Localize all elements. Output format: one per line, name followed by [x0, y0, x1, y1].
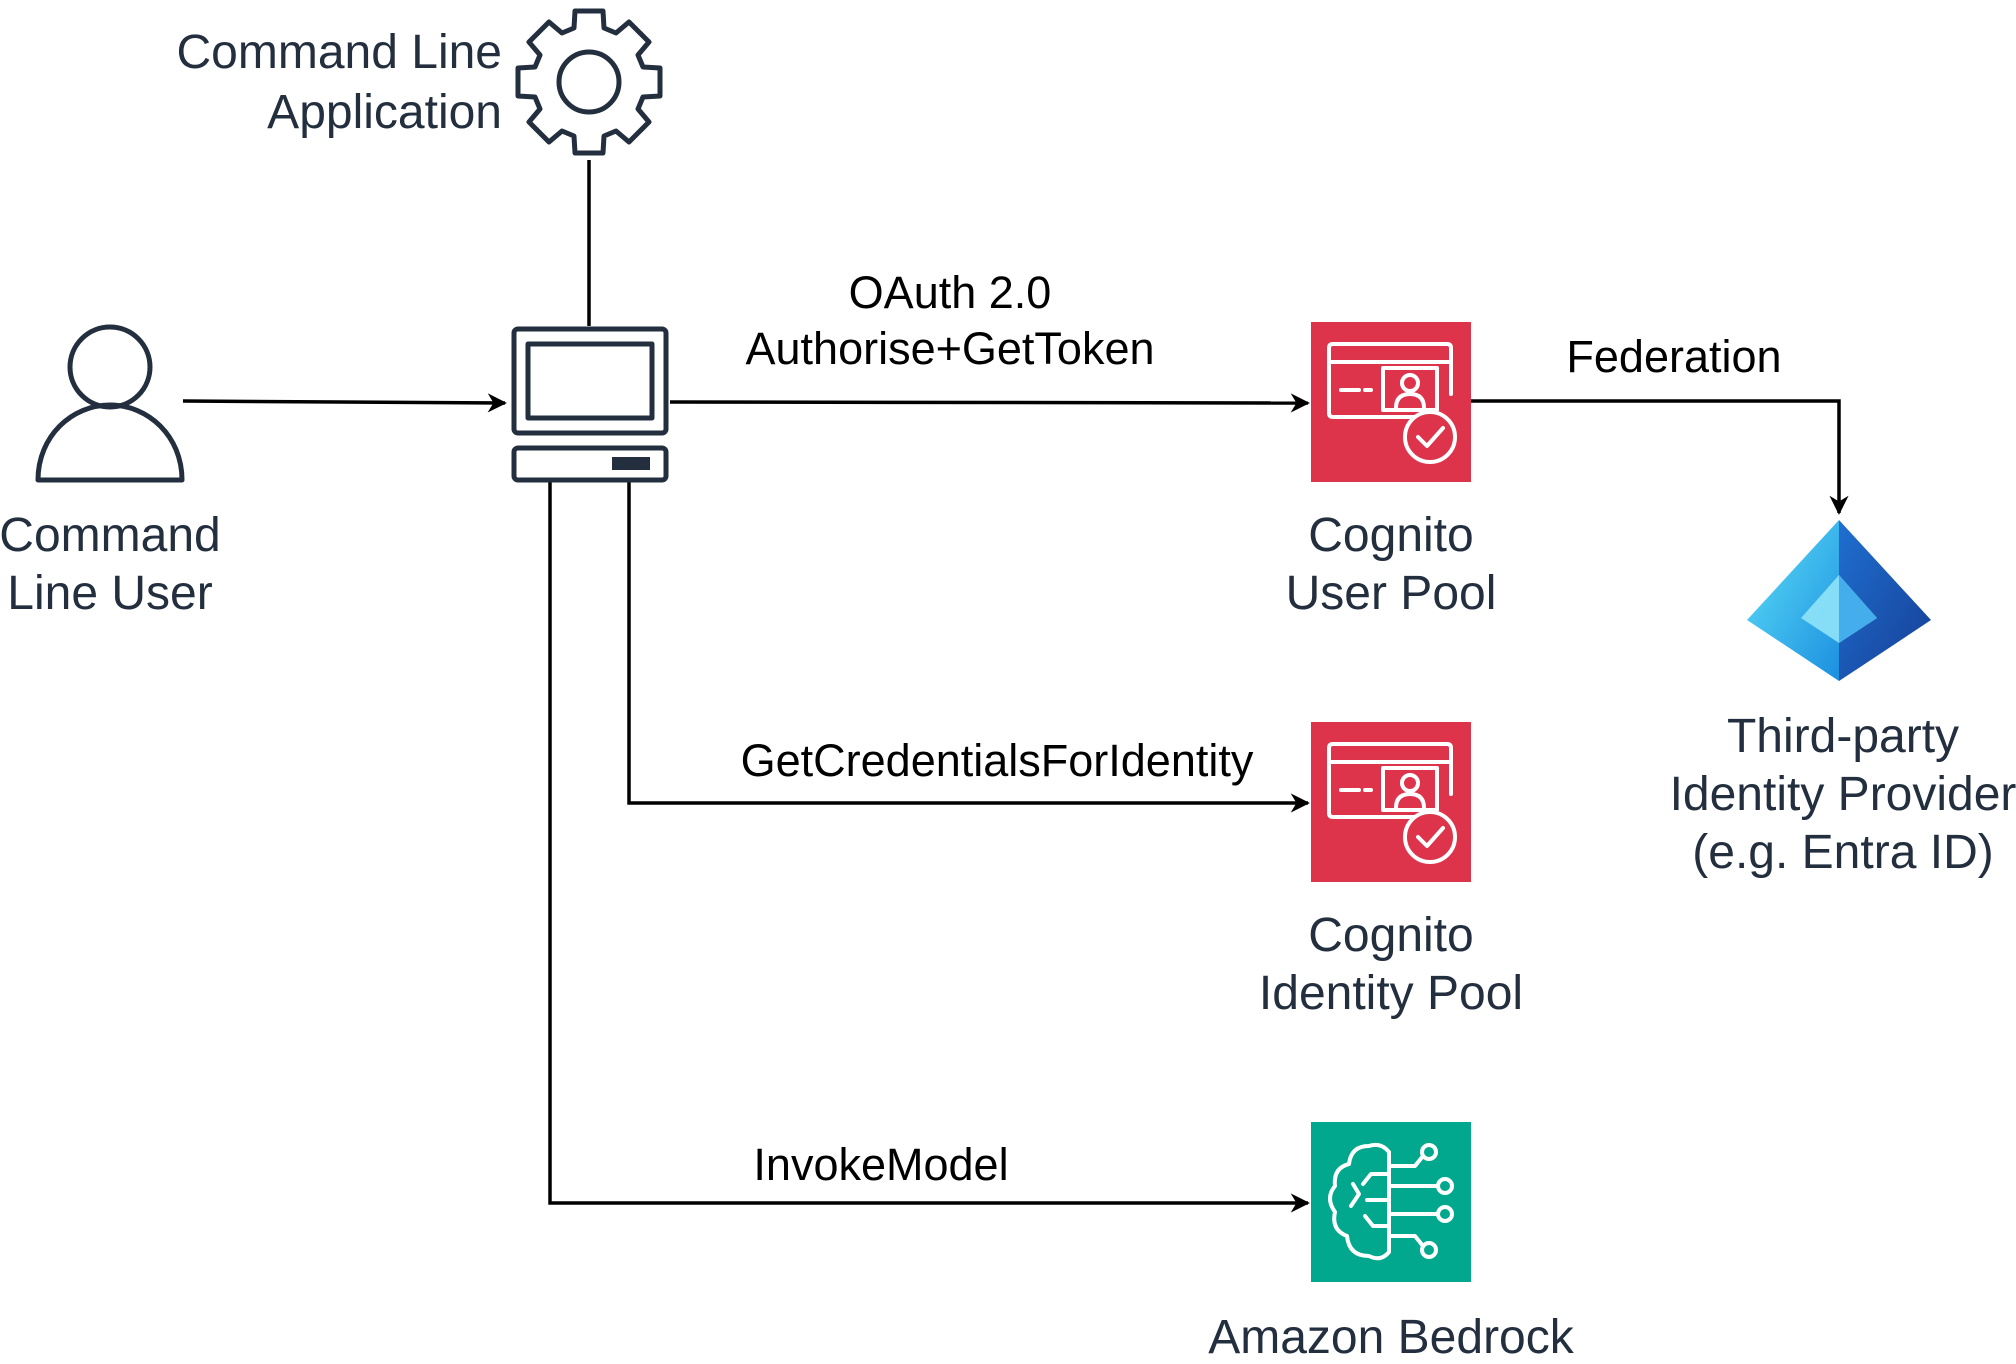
identity-pool-label-line2: Identity Pool	[1259, 967, 1523, 1020]
idp-label-line3: (e.g. Entra ID)	[1692, 826, 1993, 879]
edge-oauth	[669, 393, 1310, 413]
edge-federation	[1470, 399, 1849, 515]
edge-invoke	[548, 482, 1310, 1213]
computer-icon	[511, 326, 669, 483]
federation-label: Federation	[1566, 331, 1781, 382]
idp-label-line1: Third-party	[1727, 710, 1959, 763]
cli-application-label-line2: Application	[267, 86, 502, 139]
entra-id-icon	[1747, 520, 1931, 681]
user-pool-label-line2: User Pool	[1286, 567, 1497, 620]
gear-icon	[515, 8, 663, 156]
oauth-label-line1: OAuth 2.0	[849, 267, 1052, 318]
cognito-icon	[1327, 742, 1457, 864]
bedrock-icon	[1328, 1142, 1454, 1261]
idp-label-line2: Identity Provider	[1670, 768, 2016, 821]
edge-credentials	[627, 482, 1310, 813]
identity-pool-label-line1: Cognito	[1308, 909, 1473, 962]
cognito-icon	[1327, 342, 1457, 464]
cognito-user-pool-icon	[1311, 322, 1471, 482]
amazon-bedrock-icon	[1311, 1122, 1471, 1282]
edge-user-to-client	[182, 393, 507, 413]
invoke-label: InvokeModel	[753, 1139, 1008, 1190]
cli-user-label-line1: Command	[0, 509, 221, 562]
user-pool-label-line1: Cognito	[1308, 509, 1473, 562]
bedrock-label: Amazon Bedrock	[1208, 1311, 1575, 1364]
oauth-label-line2: Authorise+GetToken	[746, 323, 1155, 374]
cli-application-label-line1: Command Line	[177, 26, 503, 79]
credentials-label: GetCredentialsForIdentity	[741, 735, 1254, 786]
cli-user-label-line2: Line User	[7, 567, 212, 620]
user-icon	[35, 324, 185, 483]
cognito-identity-pool-icon	[1311, 722, 1471, 882]
